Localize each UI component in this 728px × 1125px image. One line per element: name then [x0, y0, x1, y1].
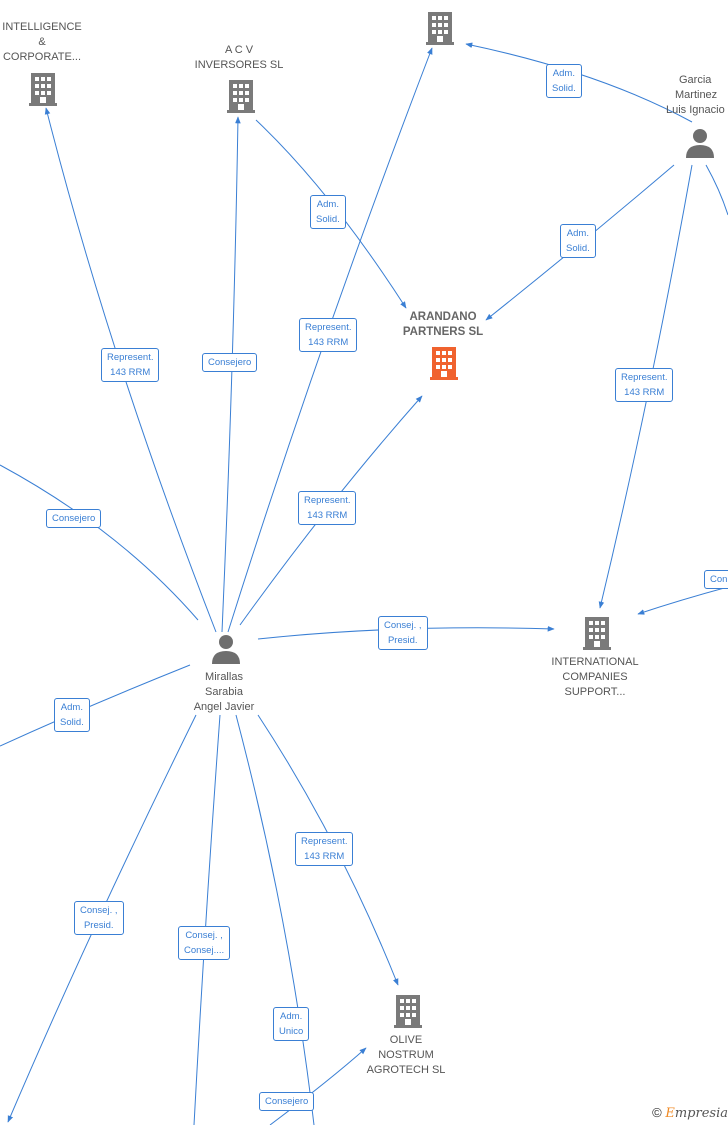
relation-label-garcia-arandano[interactable]: Adm. Solid. — [560, 224, 596, 258]
relation-label-acv-arandano[interactable]: Adm. Solid. — [310, 195, 346, 229]
building-icon-acv[interactable] — [227, 80, 255, 113]
edge-garcia-top — [465, 42, 693, 123]
edge-mirallas-acv — [221, 116, 241, 633]
relation-label-top-garcia[interactable]: Adm. Solid. — [546, 64, 582, 98]
relation-label-mirallas-international[interactable]: Consej. , Presid. — [378, 616, 428, 650]
relation-label-mirallas-bottomleft[interactable]: Consej. , Presid. — [74, 901, 124, 935]
relation-label-mirallas-arandano[interactable]: Represent. 143 RRM — [298, 491, 357, 525]
brand-name: mpresia — [674, 1106, 728, 1121]
node-label-arandano[interactable]: ARANDANO PARTNERS SL — [402, 311, 484, 338]
edge-bottom-olive — [269, 1047, 367, 1125]
relation-label-mirallas-bottom[interactable]: Consej. , Consej.... — [178, 926, 231, 960]
building-icon-arandano[interactable] — [430, 347, 458, 380]
relation-label-right-international[interactable]: Con — [704, 570, 728, 589]
node-label-mirallas[interactable]: Mirallas Sarabia Angel Javier — [193, 671, 255, 713]
empresia-watermark: © Empresia — [652, 1105, 728, 1121]
person-icon-mirallas[interactable] — [212, 635, 240, 664]
edge-garcia-right — [705, 164, 728, 216]
relation-label-left-consejero[interactable]: Consejero — [46, 509, 102, 528]
node-label-olive[interactable]: OLIVE NOSTRUM AGROTECH SL — [366, 1034, 446, 1076]
building-icon-top[interactable] — [426, 12, 454, 45]
edge-left-mirallas — [0, 464, 199, 621]
relation-label-mirallas-top[interactable]: Represent. 143 RRM — [299, 318, 358, 352]
relation-label-garcia-international[interactable]: Represent. 143 RRM — [615, 368, 674, 402]
relation-label-bottom-olive[interactable]: Consejero — [259, 1092, 315, 1111]
relation-label-mirallas-acv[interactable]: Consejero — [202, 353, 258, 372]
copyright-symbol: © — [652, 1105, 662, 1120]
relation-label-mirallas-olive[interactable]: Represent. 143 RRM — [295, 832, 354, 866]
edge-mirallas-left-adm — [0, 664, 191, 747]
node-label-intelligence[interactable]: INTELLIGENCE & CORPORATE... — [2, 21, 82, 63]
building-icon-international[interactable] — [583, 617, 611, 650]
building-icon-olive[interactable] — [394, 995, 422, 1028]
person-icon-garcia[interactable] — [686, 129, 714, 158]
relation-label-mirallas-intelligence[interactable]: Represent. 143 RRM — [101, 348, 160, 382]
brand-initial: E — [665, 1106, 675, 1121]
relation-label-adm-unico[interactable]: Adm. Unico — [273, 1007, 310, 1041]
edge-mirallas-bottom-adm — [235, 714, 315, 1125]
edge-right-international — [637, 586, 728, 615]
node-label-acv[interactable]: A C V INVERSORES SL — [194, 44, 284, 71]
node-label-garcia[interactable]: Garcia Martinez Luis Ignacio — [666, 74, 725, 116]
building-icon-intelligence[interactable] — [29, 73, 57, 106]
relation-label-mirallas-left-adm[interactable]: Adm. Solid. — [54, 698, 90, 732]
edge-mirallas-bottom — [193, 714, 221, 1125]
node-label-international[interactable]: INTERNATIONAL COMPANIES SUPPORT... — [551, 656, 639, 698]
